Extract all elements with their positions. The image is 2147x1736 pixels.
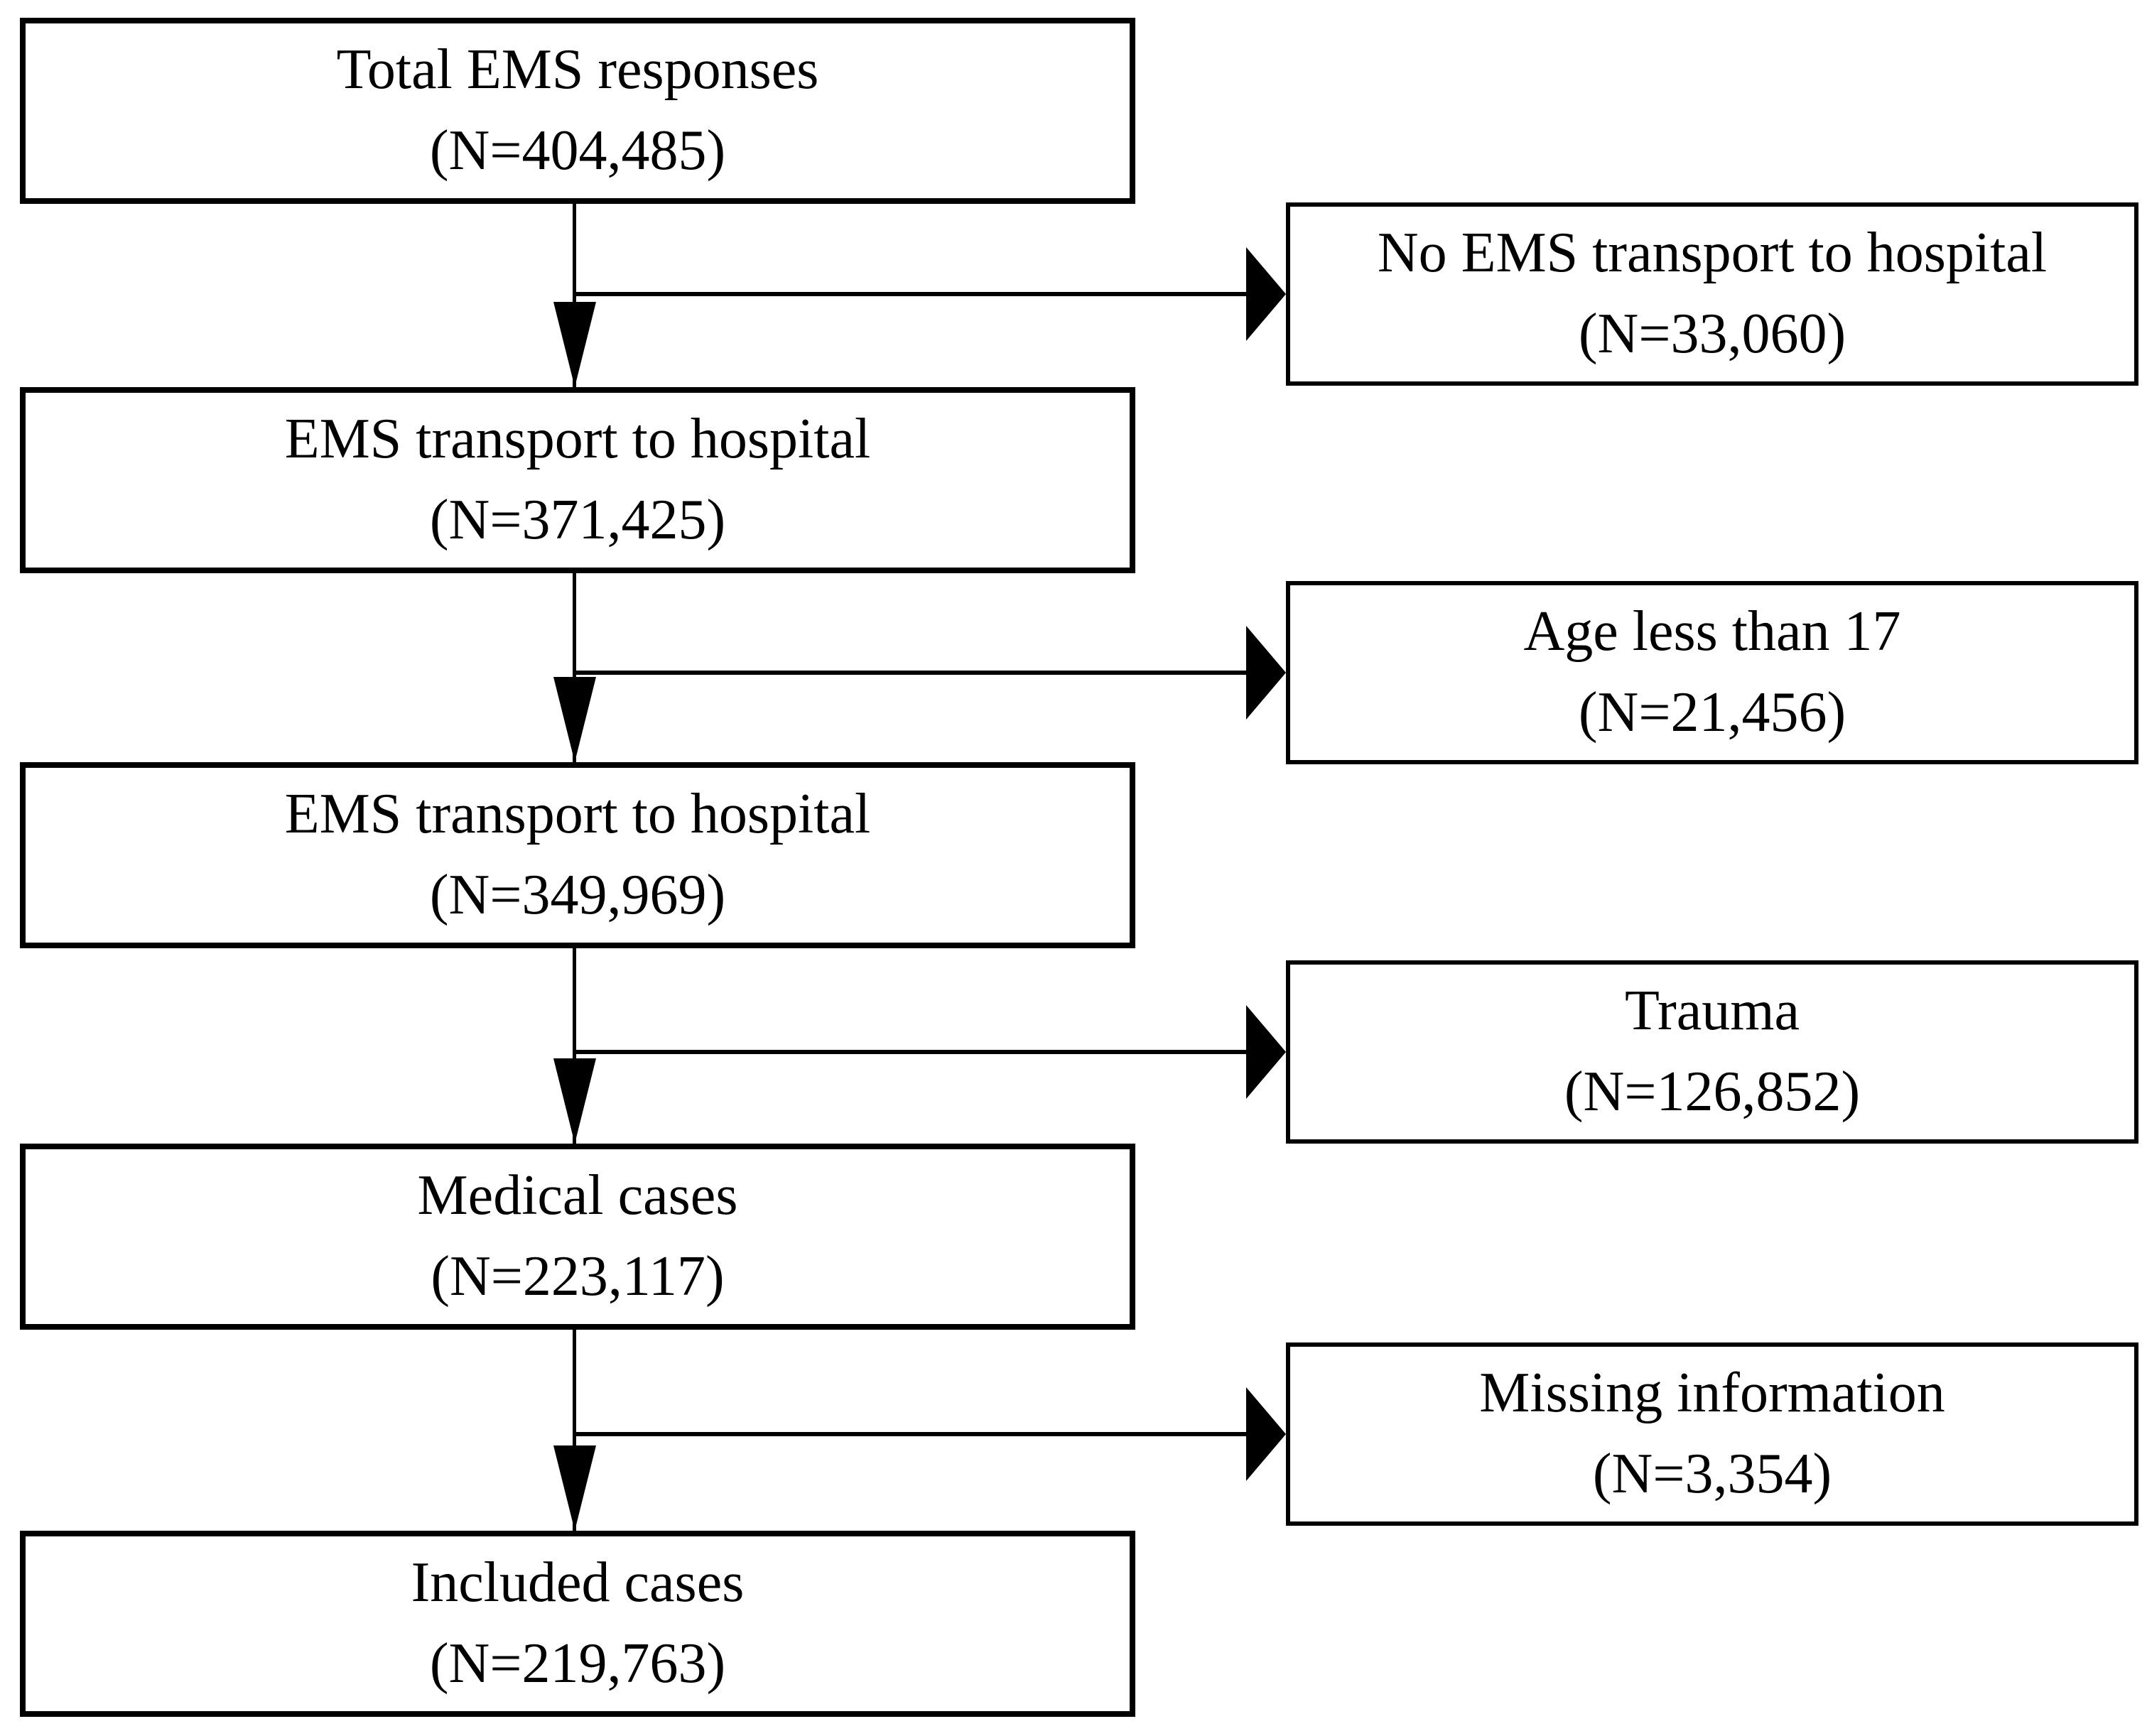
flow-box-medical-cases: Medical cases (N=223,117) [20, 1144, 1135, 1330]
connector-horizontal-line-2 [574, 671, 1246, 675]
box-title: Trauma [1625, 980, 1800, 1043]
connector-horizontal-line-1 [574, 292, 1246, 296]
box-title: EMS transport to hospital [284, 783, 871, 846]
box-title: Missing information [1479, 1362, 1945, 1425]
box-title: Included cases [411, 1551, 745, 1615]
flow-box-age-less-than-17: Age less than 17 (N=21,456) [1286, 581, 2138, 764]
flow-box-ems-transport-1: EMS transport to hospital (N=371,425) [20, 387, 1135, 573]
arrow-down-icon [553, 302, 596, 387]
flow-box-no-ems-transport: No EMS transport to hospital (N=33,060) [1286, 202, 2138, 386]
box-count: (N=3,354) [1592, 1443, 1832, 1505]
arrow-right-icon [1246, 626, 1286, 720]
box-count: (N=404,485) [429, 119, 726, 182]
flow-box-total-ems-responses: Total EMS responses (N=404,485) [20, 18, 1135, 204]
flow-box-included-cases: Included cases (N=219,763) [20, 1531, 1135, 1717]
box-count: (N=371,425) [429, 489, 726, 551]
box-count: (N=21,456) [1578, 681, 1846, 744]
flow-box-trauma: Trauma (N=126,852) [1286, 960, 2138, 1144]
arrow-right-icon [1246, 1005, 1286, 1099]
connector-horizontal-line-3 [574, 1050, 1246, 1054]
box-title: EMS transport to hospital [284, 408, 871, 471]
box-count: (N=223,117) [431, 1245, 725, 1308]
arrow-right-icon [1246, 1387, 1286, 1481]
box-count: (N=33,060) [1578, 303, 1846, 365]
flow-box-missing-information: Missing information (N=3,354) [1286, 1342, 2138, 1526]
box-count: (N=349,969) [429, 864, 726, 926]
connector-vertical-line-4 [573, 1330, 576, 1531]
box-title: Age less than 17 [1523, 600, 1901, 663]
connector-horizontal-line-4 [574, 1432, 1246, 1436]
arrow-down-icon [553, 1058, 596, 1144]
box-title: Medical cases [417, 1164, 738, 1227]
arrow-right-icon [1246, 247, 1286, 341]
arrow-down-icon [553, 677, 596, 762]
box-count: (N=126,852) [1564, 1060, 1861, 1123]
arrow-down-icon [553, 1445, 596, 1531]
flow-box-ems-transport-2: EMS transport to hospital (N=349,969) [20, 762, 1135, 948]
box-title: No EMS transport to hospital [1377, 222, 2048, 285]
connector-vertical-line-2 [573, 573, 576, 762]
box-count: (N=219,763) [429, 1632, 726, 1695]
box-title: Total EMS responses [336, 38, 819, 102]
connector-vertical-line-3 [573, 948, 576, 1144]
